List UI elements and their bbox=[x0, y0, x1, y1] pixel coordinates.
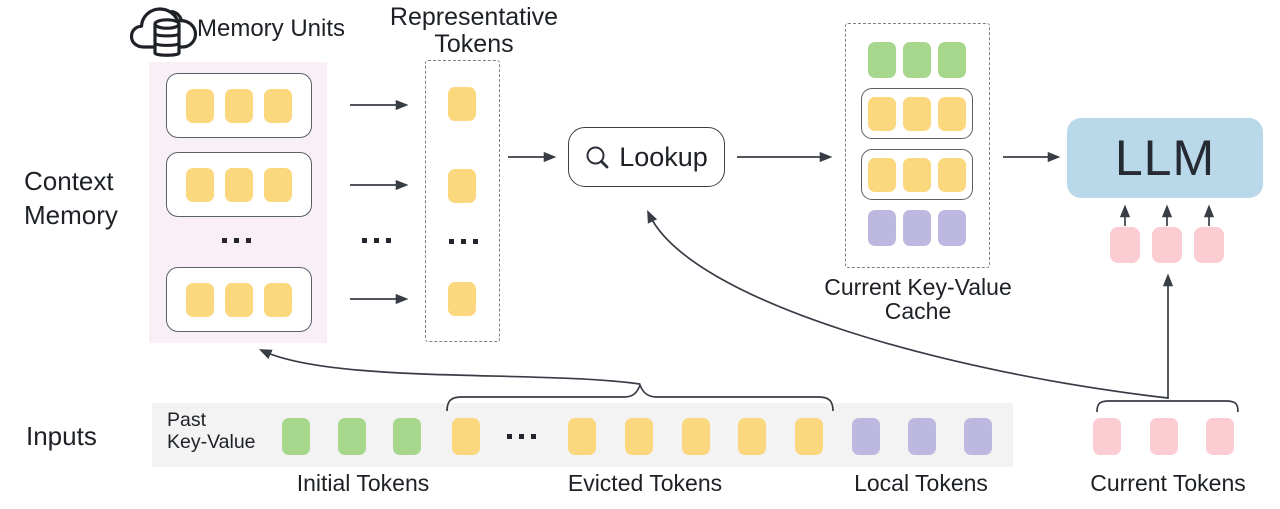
llm-box: LLM bbox=[1067, 118, 1263, 198]
current-token bbox=[1110, 227, 1140, 263]
memory-token bbox=[225, 167, 253, 202]
memory-token bbox=[868, 96, 896, 131]
inputs-label: Inputs bbox=[26, 421, 97, 451]
search-icon bbox=[586, 146, 609, 168]
current-token bbox=[1152, 227, 1182, 263]
past-kv-line1: Past bbox=[167, 409, 207, 431]
curve-evicted-to-context-memory bbox=[258, 349, 641, 385]
initial-token bbox=[868, 42, 896, 78]
local-token bbox=[903, 210, 931, 246]
context-memory-line1: Context bbox=[24, 166, 114, 196]
cache-label-line2: Cache bbox=[884, 298, 952, 324]
context-memory-line2: Memory bbox=[24, 200, 118, 230]
ellipsis-dots bbox=[362, 238, 391, 243]
current-token bbox=[1149, 418, 1178, 455]
memory-token bbox=[225, 282, 253, 317]
initial-token bbox=[938, 42, 966, 78]
context-memory-panel bbox=[149, 62, 327, 343]
past-key-value-label: Past Key-Value bbox=[167, 409, 256, 453]
memory-token bbox=[264, 88, 292, 123]
evicted-token bbox=[681, 418, 710, 455]
initial-tokens-label: Initial Tokens bbox=[296, 470, 430, 496]
cache-label-line1: Current Key-Value bbox=[824, 274, 1012, 300]
ellipsis-dots bbox=[222, 238, 251, 243]
llm-label: LLM bbox=[1114, 130, 1216, 186]
cache-local-row bbox=[868, 210, 966, 246]
representative-token bbox=[448, 282, 476, 316]
memory-token bbox=[903, 157, 931, 192]
representative-tokens-label: Representative Tokens bbox=[390, 4, 558, 58]
local-token bbox=[938, 210, 966, 246]
current-tokens-group bbox=[1093, 418, 1234, 455]
memory-token bbox=[186, 88, 214, 123]
initial-token bbox=[337, 418, 366, 455]
current-kv-cache-box bbox=[845, 23, 990, 268]
representative-tokens-box bbox=[425, 60, 500, 342]
memory-token bbox=[868, 157, 896, 192]
evicted-token bbox=[452, 418, 480, 455]
bracket-current-tokens bbox=[1096, 400, 1239, 413]
memory-token bbox=[186, 167, 214, 202]
memory-units-label: Memory Units bbox=[197, 15, 346, 42]
representative-token bbox=[448, 169, 476, 203]
current-tokens-label: Current Tokens bbox=[1090, 470, 1246, 496]
local-token bbox=[852, 418, 880, 455]
memory-unit-row bbox=[166, 73, 312, 138]
memory-token bbox=[938, 96, 966, 131]
current-token bbox=[1206, 418, 1234, 455]
cloud-database-icon bbox=[129, 7, 198, 57]
past-kv-line2: Key-Value bbox=[167, 431, 256, 453]
representative-tokens-line2: Tokens bbox=[434, 30, 514, 58]
initial-token bbox=[393, 418, 421, 455]
evicted-token bbox=[738, 418, 767, 455]
context-memory-label: Context Memory bbox=[24, 164, 118, 232]
cache-memory-unit-row bbox=[861, 88, 973, 139]
current-token bbox=[1194, 227, 1224, 263]
memory-token bbox=[903, 96, 931, 131]
evicted-token bbox=[795, 418, 824, 455]
lookup-label: Lookup bbox=[619, 141, 708, 172]
memory-unit-row bbox=[166, 152, 312, 217]
local-token bbox=[868, 210, 896, 246]
current-kv-cache-label: Current Key-Value Cache bbox=[824, 275, 1012, 323]
lookup-button: Lookup bbox=[568, 127, 725, 187]
memory-unit-row bbox=[166, 267, 312, 332]
current-token bbox=[1093, 418, 1121, 455]
memory-token bbox=[264, 282, 292, 317]
evicted-token bbox=[624, 418, 653, 455]
representative-token bbox=[448, 87, 476, 121]
evicted-token bbox=[568, 418, 596, 455]
memory-token bbox=[225, 88, 253, 123]
memory-token bbox=[186, 282, 214, 317]
evicted-tokens-label: Evicted Tokens bbox=[567, 470, 723, 496]
local-tokens-group bbox=[852, 418, 992, 455]
initial-tokens-group bbox=[282, 418, 421, 455]
local-token bbox=[908, 418, 936, 455]
initial-token bbox=[282, 418, 310, 455]
local-tokens-label: Local Tokens bbox=[854, 470, 988, 496]
memory-token bbox=[938, 157, 966, 192]
memory-token bbox=[264, 167, 292, 202]
cache-initial-row bbox=[868, 42, 966, 78]
representative-tokens-line1: Representative bbox=[389, 3, 559, 31]
ellipsis-dots bbox=[507, 434, 536, 439]
initial-token bbox=[903, 42, 931, 78]
local-token bbox=[964, 418, 992, 455]
cache-memory-unit-row bbox=[861, 149, 973, 200]
evicted-tokens-group bbox=[568, 418, 824, 455]
ellipsis-dots bbox=[449, 239, 478, 244]
